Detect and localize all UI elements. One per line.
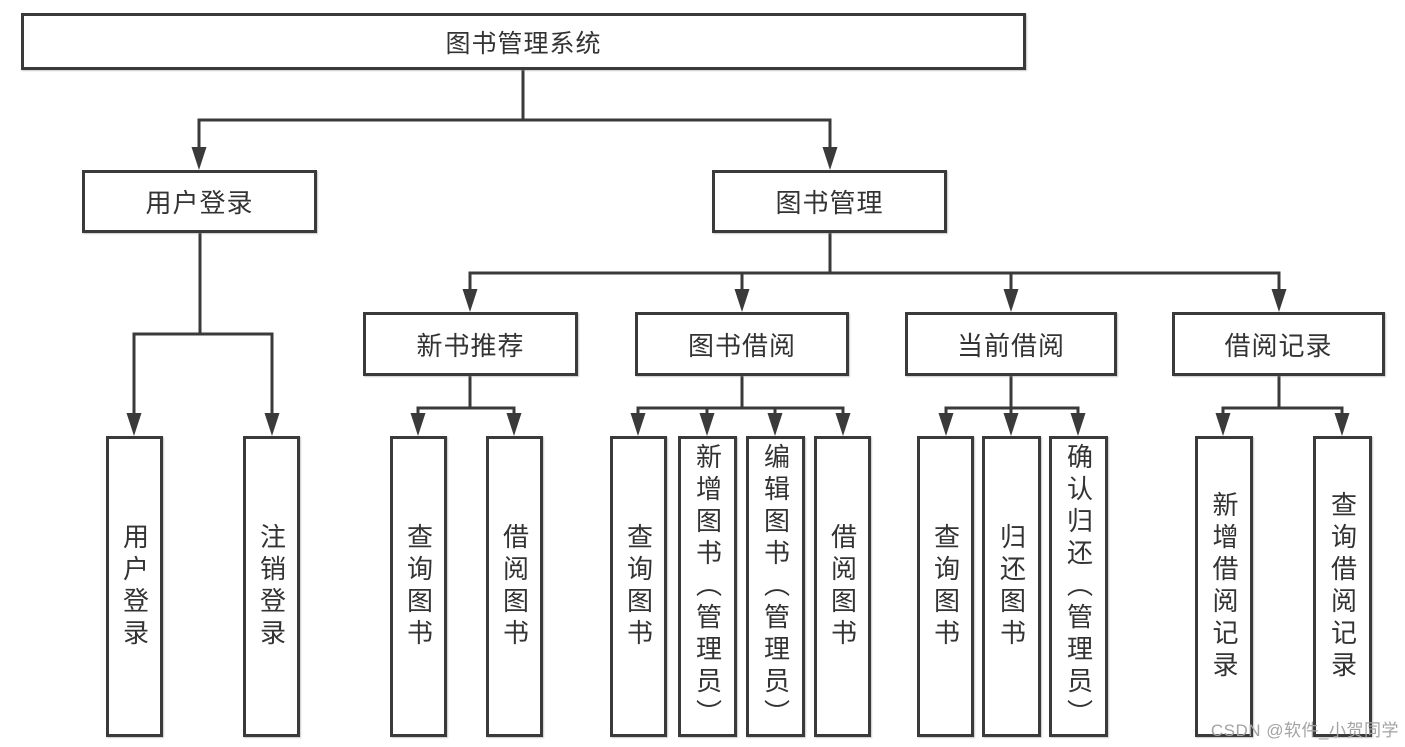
leaf-add-book-admin: 新增图书（管理员） <box>678 436 737 737</box>
leaf-query-book-2: 查询图书 <box>610 436 667 737</box>
node-user-login: 用户登录 <box>82 170 317 233</box>
leaf-label: 编辑图书（管理员） <box>760 442 791 731</box>
leaf-return-book: 归还图书 <box>982 436 1041 737</box>
connector-root-split <box>197 68 832 156</box>
arrow-down-icon <box>1070 413 1086 436</box>
leaf-label: 查询图书 <box>403 522 434 651</box>
connector-borrow-split <box>636 374 845 422</box>
arrow-down-icon <box>1271 289 1287 312</box>
connector-bookmgmt-split <box>468 231 1281 298</box>
connector-segments <box>132 68 1344 422</box>
leaf-query-borrow-record: 查询借阅记录 <box>1313 436 1372 737</box>
connector-newbook-split <box>416 374 516 422</box>
leaf-label: 确认归还（管理员） <box>1063 442 1094 731</box>
csdn-watermark: CSDN @软件_小贺同学 <box>1210 721 1399 740</box>
leaf-label: 借阅图书 <box>499 522 530 651</box>
arrow-down-icon <box>462 289 478 312</box>
leaf-borrow-book-1: 借阅图书 <box>486 436 543 737</box>
connector-userlogin-split <box>132 231 274 422</box>
node-new-book-recommend: 新书推荐 <box>363 312 578 376</box>
arrow-down-icon <box>410 413 426 436</box>
leaf-label: 用户登录 <box>119 522 150 651</box>
node-book-management: 图书管理 <box>712 170 947 233</box>
leaf-label: 借阅图书 <box>827 522 858 651</box>
node-root-system: 图书管理系统 <box>21 13 1026 70</box>
arrow-down-icon <box>1334 413 1350 436</box>
node-current-borrow: 当前借阅 <box>905 312 1117 376</box>
connector-records-split <box>1221 374 1344 422</box>
leaf-user-login: 用户登录 <box>106 436 163 737</box>
arrow-down-icon <box>1003 413 1019 436</box>
leaf-add-borrow-record: 新增借阅记录 <box>1195 436 1253 737</box>
leaf-query-book-3: 查询图书 <box>917 436 974 737</box>
leaf-confirm-return-admin: 确认归还（管理员） <box>1049 436 1108 737</box>
arrow-down-icon <box>1215 413 1231 436</box>
arrowheads <box>126 147 1350 436</box>
leaf-label: 新增图书（管理员） <box>692 442 723 731</box>
leaf-borrow-book-2: 借阅图书 <box>814 436 871 737</box>
leaf-query-book-1: 查询图书 <box>390 436 447 737</box>
arrow-down-icon <box>126 413 142 436</box>
arrow-down-icon <box>191 147 207 170</box>
arrow-down-icon <box>822 147 838 170</box>
arrow-down-icon <box>630 413 646 436</box>
arrow-down-icon <box>699 413 715 436</box>
arrow-down-icon <box>506 413 522 436</box>
arrow-down-icon <box>835 413 851 436</box>
leaf-logout: 注销登录 <box>243 436 300 737</box>
arrow-down-icon <box>938 413 954 436</box>
leaf-label: 归还图书 <box>996 522 1027 651</box>
node-borrow-records: 借阅记录 <box>1172 312 1385 376</box>
node-book-borrow: 图书借阅 <box>635 312 849 376</box>
leaf-edit-book-admin: 编辑图书（管理员） <box>746 436 805 737</box>
arrow-down-icon <box>734 289 750 312</box>
leaf-label: 查询借阅记录 <box>1327 490 1358 683</box>
arrow-down-icon <box>767 413 783 436</box>
leaf-label: 查询图书 <box>623 522 654 651</box>
leaf-label: 查询图书 <box>930 522 961 651</box>
arrow-down-icon <box>264 413 280 436</box>
arrow-down-icon <box>1003 289 1019 312</box>
leaf-label: 新增借阅记录 <box>1209 490 1239 683</box>
leaf-label: 注销登录 <box>256 522 287 651</box>
